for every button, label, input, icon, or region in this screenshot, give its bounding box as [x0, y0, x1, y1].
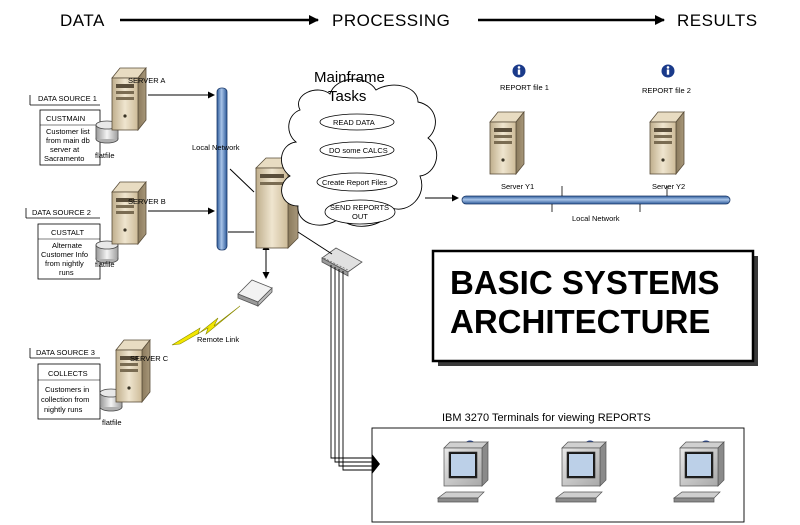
data-source-2: DATA SOURCE 2 CUSTALT Alternate Customer…	[25, 181, 215, 280]
terminal-arrow	[372, 454, 380, 474]
flatfile-label-2: flatfile	[95, 260, 115, 269]
data-source-2-desc-2: Customer Info	[41, 250, 88, 259]
local-network-right	[461, 195, 731, 205]
data-source-1-desc-1: Customer list	[46, 127, 91, 136]
mainframe-title-2: Tasks	[328, 88, 366, 105]
report-file-1-label: REPORT file 1	[500, 83, 549, 92]
task-calcs-label: DO some CALCS	[329, 146, 388, 155]
data-source-1: DATA SOURCE 1 CUSTMAIN Customer list fro…	[29, 67, 215, 166]
server-y2-icon	[649, 111, 685, 175]
server-a-label: SERVER A	[128, 76, 165, 85]
local-network-left-label: Local Network	[192, 143, 240, 152]
server-y2-label: Server Y2	[652, 182, 685, 191]
terminals-title: IBM 3270 Terminals for viewing REPORTS	[442, 412, 651, 424]
link-network-mainframe	[229, 168, 255, 193]
task-read-data	[319, 113, 395, 131]
data-source-3-name: COLLECTS	[48, 369, 88, 378]
server-c-icon	[115, 339, 151, 403]
data-source-3-desc-3: nightly runs	[44, 405, 83, 414]
remote-link-label: Remote Link	[197, 335, 239, 344]
terminal-3-icon	[673, 441, 725, 503]
server-b-icon	[111, 181, 147, 245]
flatfile-label-3: flatfile	[102, 418, 122, 427]
task-read-data-label: READ DATA	[333, 118, 375, 127]
header-results: RESULTS	[677, 11, 758, 30]
terminal-2-icon	[555, 441, 607, 503]
title-box: BASIC SYSTEMS ARCHITECTURE	[431, 249, 758, 366]
mainframe-title-1: Mainframe	[314, 69, 385, 86]
local-network-left: Local Network	[192, 87, 240, 251]
server-y1-icon	[489, 111, 525, 175]
data-source-2-name: CUSTALT	[51, 228, 84, 237]
remote-link: Remote Link	[171, 243, 273, 346]
task-send-reports-label-2: OUT	[352, 212, 368, 221]
mainframe: Mainframe Tasks READ DATA DO some CALCS …	[228, 69, 459, 249]
data-source-3-desc-1: Customers in	[45, 385, 89, 394]
data-source-2-desc-4: runs	[59, 268, 74, 277]
title-line-1: BASIC SYSTEMS	[450, 264, 720, 301]
data-source-1-desc-3: server at	[50, 145, 80, 154]
data-source-3-desc-2: collection from	[41, 395, 89, 404]
data-source-1-name: CUSTMAIN	[46, 114, 85, 123]
data-source-1-desc-4: Sacramento	[44, 154, 84, 163]
header-processing: PROCESSING	[332, 11, 450, 30]
link-mainframe-switch	[297, 231, 333, 255]
task-create-reports-label: Create Report Files	[322, 178, 387, 187]
info-icon	[512, 64, 526, 78]
data-source-1-label: DATA SOURCE 1	[38, 94, 97, 103]
data-source-3: DATA SOURCE 3 COLLECTS Customers in coll…	[29, 339, 169, 427]
lightning-bolt-icon	[171, 305, 241, 346]
server-c-label: SERVER C	[130, 354, 169, 363]
title-box-frame	[431, 249, 755, 363]
data-source-2-desc-1: Alternate	[52, 241, 82, 250]
terminals-panel: IBM 3270 Terminals for viewing REPORTS	[371, 412, 745, 523]
report-file-2-label: REPORT file 2	[642, 86, 691, 95]
info-icon	[661, 64, 675, 78]
network-switch	[297, 231, 380, 474]
results-area: Local Network REPORT file 1 Server Y1 RE…	[461, 64, 731, 223]
task-send-reports	[324, 199, 396, 225]
flatfile-label-1: flatfile	[95, 151, 115, 160]
data-source-3-label: DATA SOURCE 3	[36, 348, 95, 357]
terminals-frame	[371, 427, 745, 523]
task-send-reports-label-1: SEND REPORTS	[330, 203, 389, 212]
task-create-reports	[316, 172, 398, 192]
task-calcs	[319, 141, 395, 159]
data-source-2-desc-3: from nightly	[45, 259, 84, 268]
title-line-2: ARCHITECTURE	[450, 303, 710, 340]
server-b-label: SERVER B	[128, 197, 166, 206]
server-y1-label: Server Y1	[501, 182, 534, 191]
terminal-1-icon	[437, 441, 489, 503]
terminal-cables	[330, 265, 372, 471]
data-source-1-desc-2: from main db	[46, 136, 90, 145]
local-network-right-label: Local Network	[572, 214, 620, 223]
header-data: DATA	[60, 11, 105, 30]
data-source-2-label: DATA SOURCE 2	[32, 208, 91, 217]
